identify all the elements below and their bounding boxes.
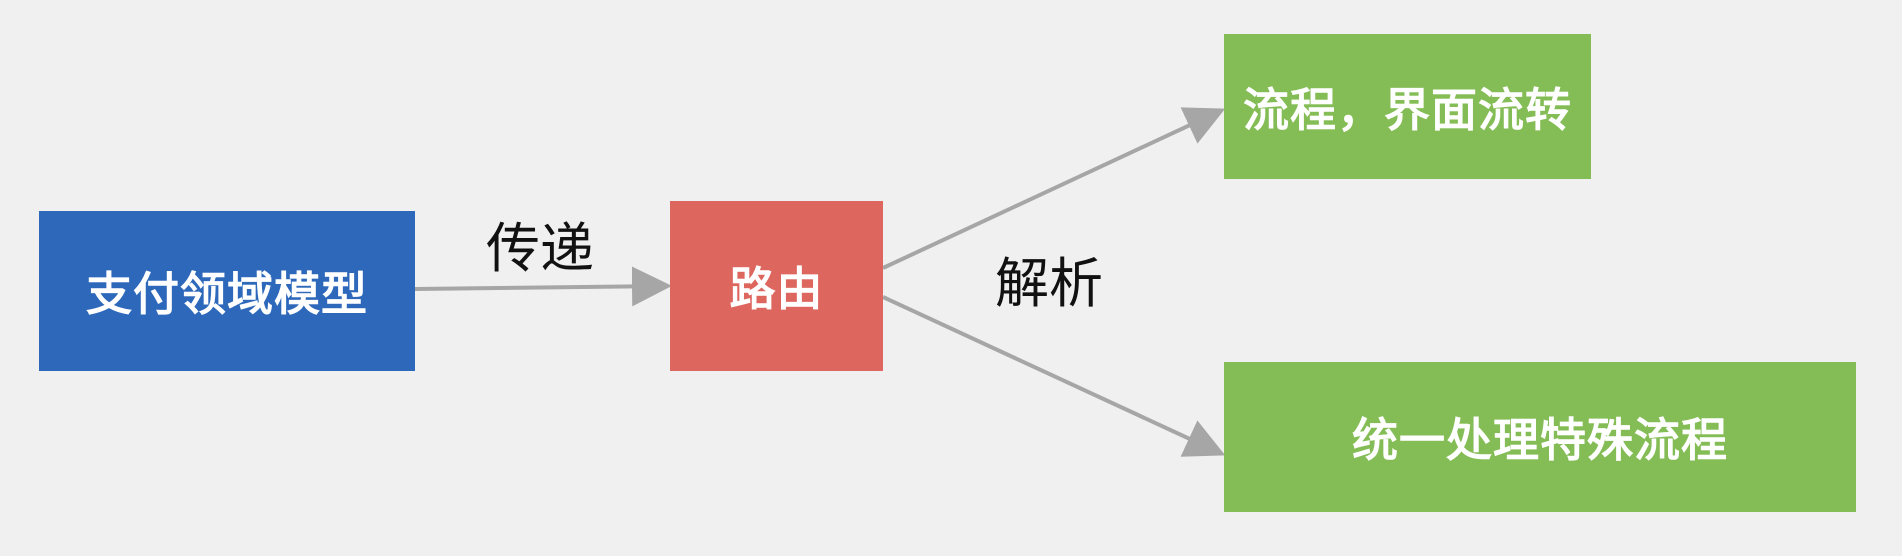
arrow-router-to-flow <box>882 107 1226 270</box>
router-node: 路由 <box>670 201 883 371</box>
payment-model-label: 支付领域模型 <box>86 267 368 321</box>
pass-edge-label: 传递 <box>486 217 594 280</box>
router-label: 路由 <box>729 262 824 316</box>
flow-ui-label: 流程，界面流转 <box>1243 82 1572 137</box>
flow-ui-node: 流程，界面流转 <box>1224 34 1591 179</box>
arrow-payment-to-router <box>414 266 672 307</box>
special-flow-label: 统一处理特殊流程 <box>1352 413 1728 467</box>
parse-edge-label: 解析 <box>995 252 1103 315</box>
payment-model-node: 支付领域模型 <box>39 211 415 371</box>
arrow-router-to-special <box>882 295 1226 457</box>
special-flow-node: 统一处理特殊流程 <box>1224 362 1856 512</box>
